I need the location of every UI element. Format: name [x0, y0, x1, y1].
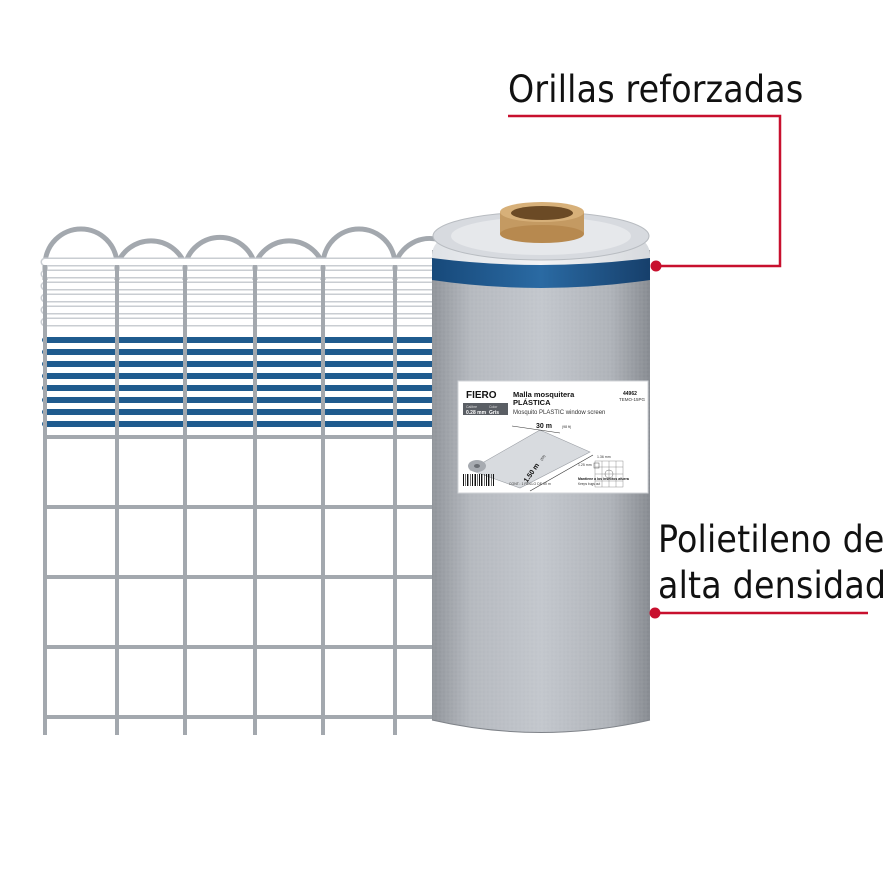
cardboard-core — [500, 202, 584, 243]
label-roll-illustration — [468, 425, 594, 492]
label-content: CONT.: 1 ROLLO DE 30 m — [509, 482, 551, 486]
mesh-roll: FIERO Malla mosquitera PLÁSTICA Mosquito… — [431, 202, 651, 736]
callout-top-line — [508, 114, 782, 268]
spec2-label: Color — [489, 405, 498, 409]
white-edge-strands — [40, 257, 445, 327]
blue-reinforced-band — [432, 258, 650, 288]
brand-name: FIERO — [466, 390, 497, 401]
label-subtitle: Mosquito PLASTIC window screen — [513, 410, 605, 416]
label-sku: TEMO-15PG — [619, 397, 646, 402]
barcode — [463, 474, 494, 486]
product-label: FIERO Malla mosquitera PLÁSTICA Mosquito… — [457, 380, 649, 494]
label-grid-v: 1.25 mm — [578, 463, 592, 467]
label-code: 44962 — [623, 391, 637, 397]
label-length: 30 m — [536, 423, 552, 430]
callout-material-line2: alta densidad — [658, 564, 885, 607]
label-title-line1: Malla mosquitera — [513, 390, 575, 399]
callout-top-dot — [650, 260, 662, 272]
blue-edge-strands — [42, 337, 443, 427]
label-length-ft: (98 ft) — [562, 425, 571, 429]
label-width-ft: (5ft) — [540, 454, 547, 461]
callout-bottom-dot — [649, 607, 661, 619]
mesh-vertical-wires — [43, 265, 397, 735]
label-note-en: Keeps bugs out — [578, 482, 600, 486]
callout-material-line1: Polietileno de — [658, 518, 885, 561]
label-title-line2: PLÁSTICA — [513, 398, 551, 407]
spec1-value: 0.28 mm — [466, 410, 487, 416]
spec2-value: Gris — [489, 410, 499, 416]
label-grid-h: 1.36 mm — [597, 455, 611, 459]
mesh-horizontal-wires — [45, 435, 440, 719]
label-grid-detail — [594, 460, 624, 488]
label-note: Mantiene a los insectos afuera — [578, 477, 629, 481]
spec1-label: Calibre — [466, 405, 477, 409]
mesh-diagram — [40, 226, 445, 735]
callout-reinforced-edges: Orillas reforzadas — [508, 68, 804, 111]
